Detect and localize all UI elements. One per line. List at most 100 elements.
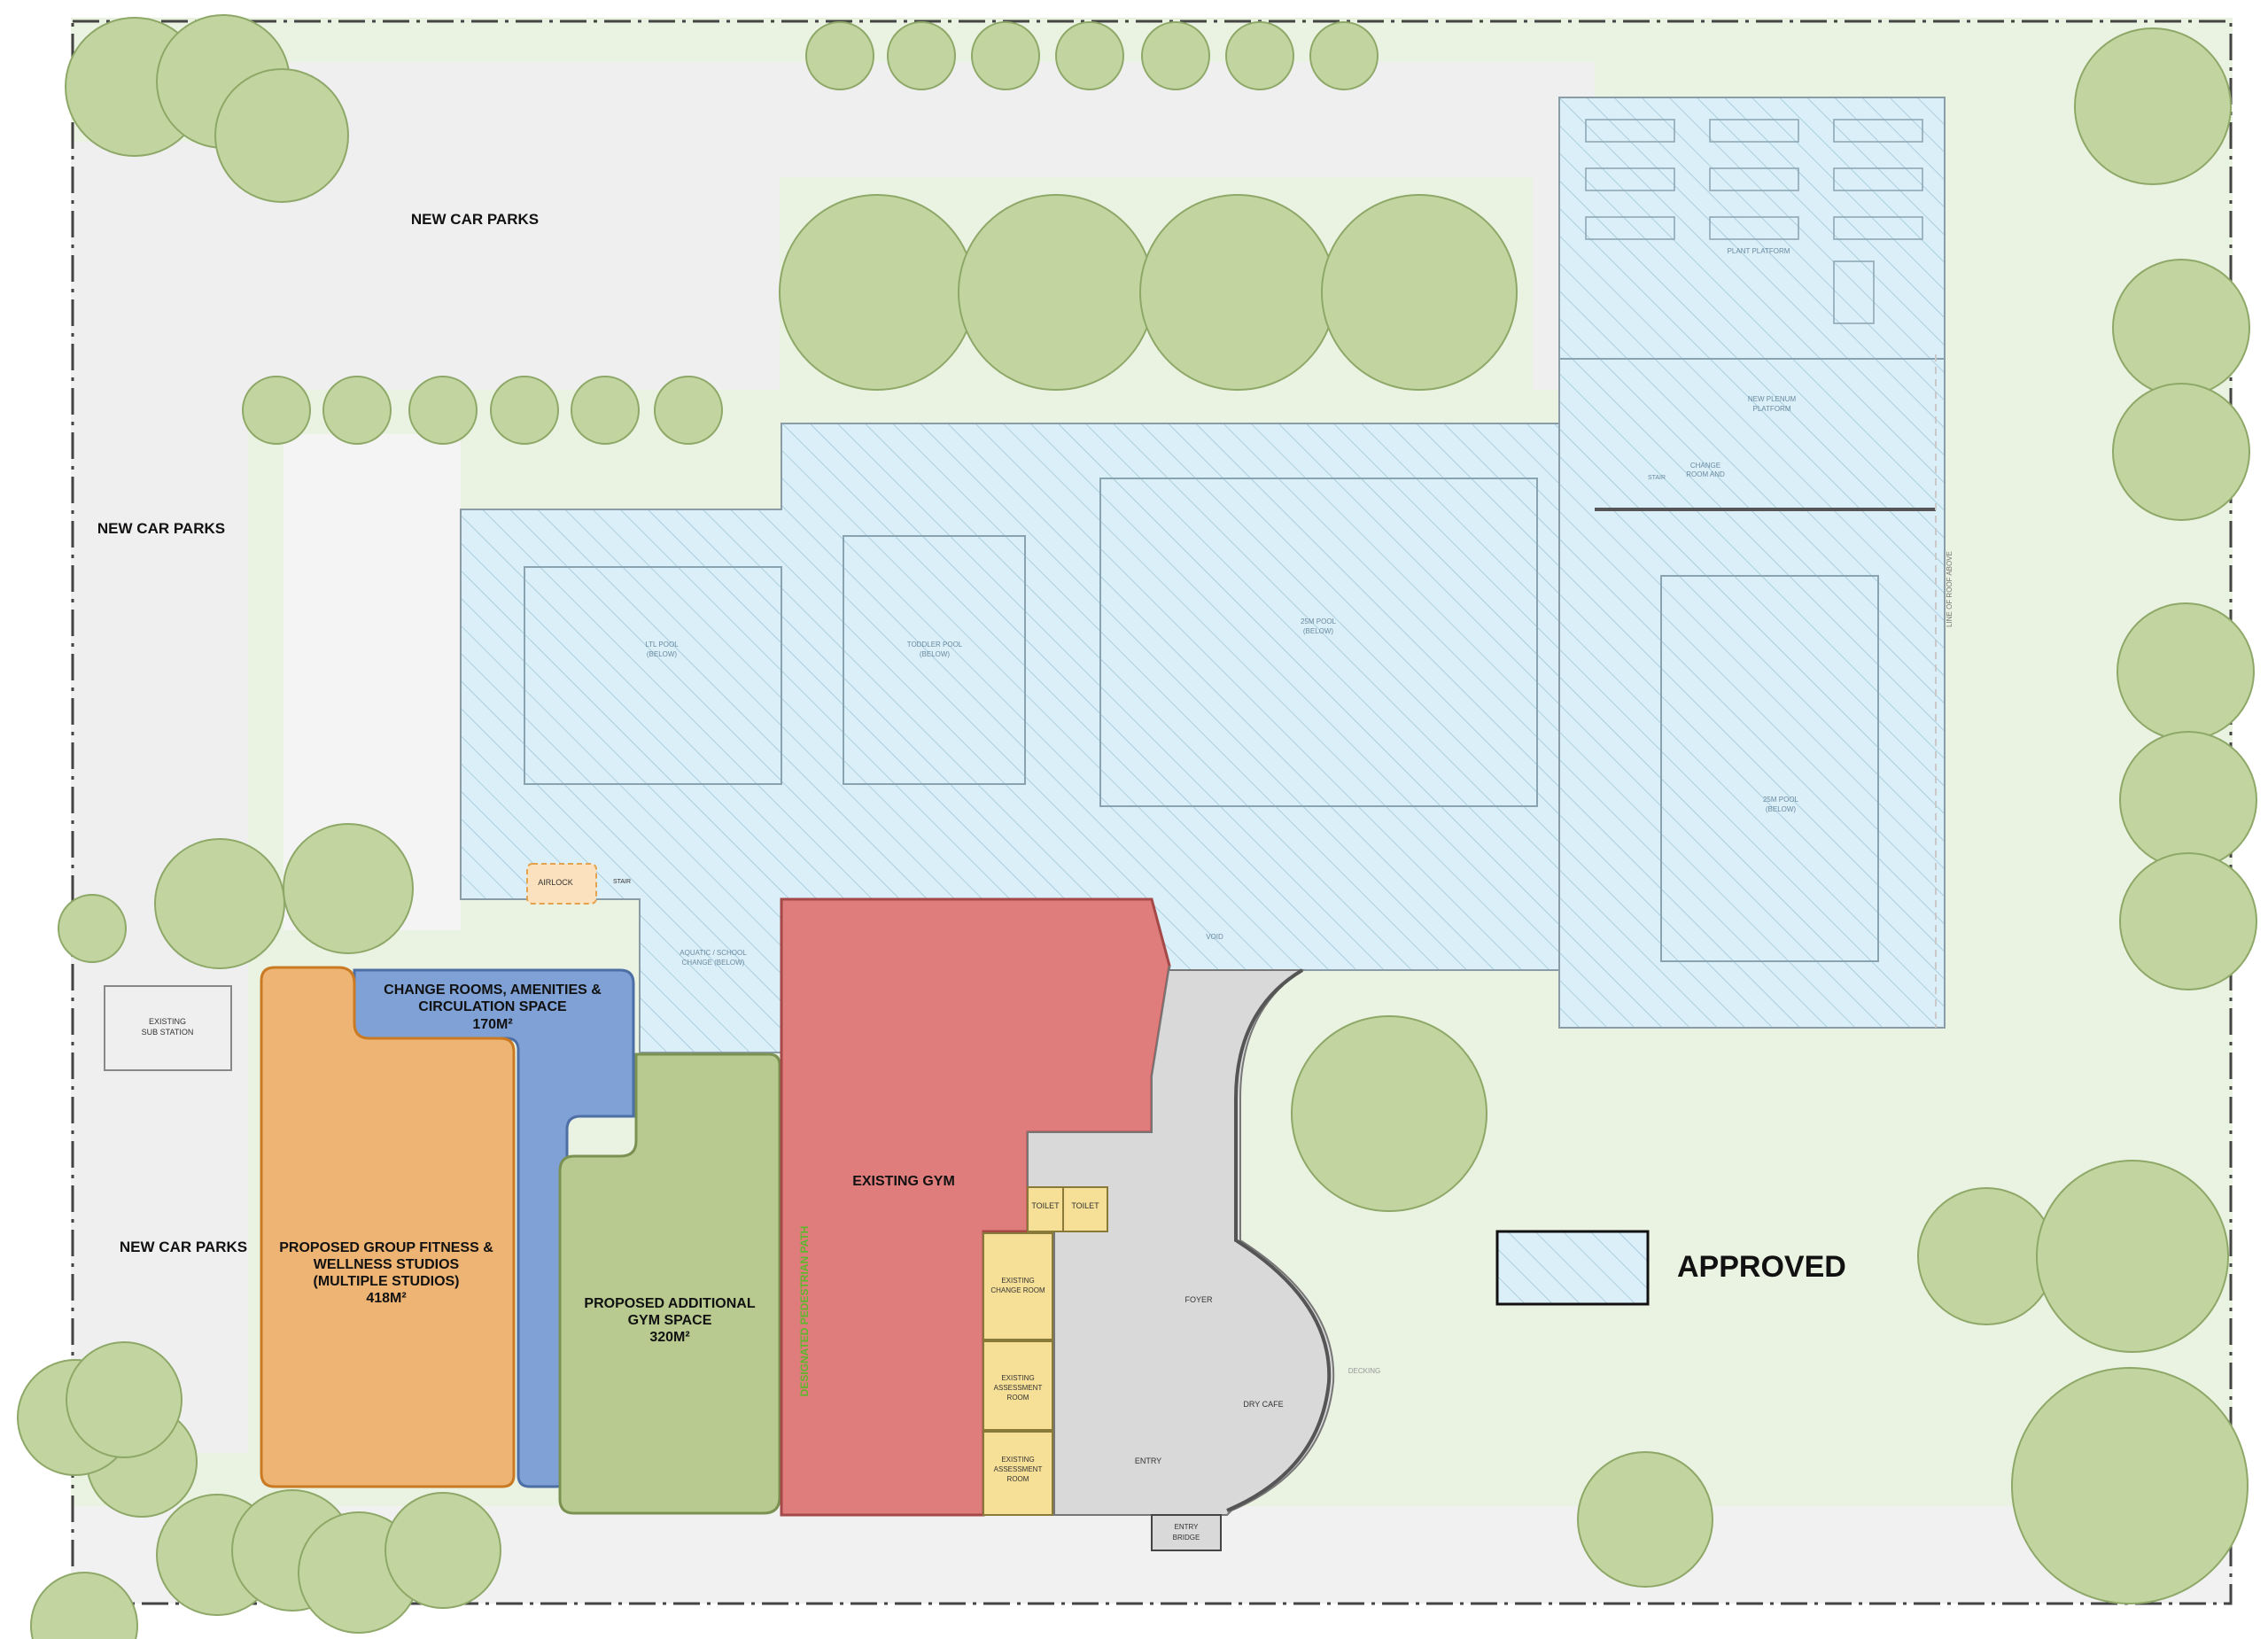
tree-icon [283, 823, 414, 954]
change-rooms-label-1: CHANGE ROOMS, AMENITIES & [384, 983, 602, 998]
plant-platform-label: PLANT PLATFORM [1728, 247, 1790, 255]
entry-label: ENTRY [1135, 1456, 1161, 1465]
void-label: VOID [1206, 933, 1223, 941]
assessment-b-label-2: ASSESSMENT [994, 1465, 1043, 1473]
tree-icon [66, 1341, 183, 1458]
tree-icon [654, 376, 723, 445]
tree-icon [2119, 731, 2257, 869]
tree-icon [779, 194, 975, 391]
group-fitness-label-3: (MULTIPLE STUDIOS) [313, 1274, 459, 1289]
tree-icon [30, 1572, 138, 1639]
tree-icon [408, 376, 478, 445]
tree-icon [1139, 194, 1336, 391]
tree-icon [1577, 1451, 1713, 1588]
assessment-b-label-3: ROOM [1007, 1475, 1029, 1483]
pool-25m-label-1: 25M POOL [1301, 618, 1337, 625]
tree-icon [2119, 852, 2257, 990]
car-parks-left-label: NEW CAR PARKS [97, 520, 225, 537]
tree-icon [2112, 259, 2250, 397]
tree-icon [2011, 1367, 2249, 1604]
group-fitness-area: 418M² [366, 1291, 406, 1306]
substation-label-2: SUB STATION [142, 1028, 194, 1037]
change-room-and-label-1: CHANGE [1690, 462, 1720, 470]
additional-gym-label-1: PROPOSED ADDITIONAL [584, 1296, 755, 1311]
assessment-a-label-1: EXISTING [1001, 1374, 1034, 1382]
group-fitness-zone [260, 966, 516, 1488]
pool-25m-b-label-1: 25M POOL [1763, 796, 1799, 804]
change-room-label-1: EXISTING [1001, 1277, 1034, 1285]
roof-line-label: LINE OF ROOF ABOVE [1946, 551, 1953, 627]
assessment-room-b [983, 1431, 1053, 1516]
tree-icon [1225, 21, 1294, 90]
tree-icon [58, 894, 127, 963]
aquatic-change-label-1: AQUATIC / SCHOOL [680, 949, 747, 957]
aquatic-change-label-2: CHANGE (BELOW) [682, 959, 745, 967]
toddler-pool [843, 535, 1026, 785]
tree-icon [384, 1492, 501, 1609]
airlock-label: AIRLOCK [538, 878, 573, 887]
substation [104, 985, 232, 1071]
ltl-pool [524, 566, 782, 785]
tree-icon [214, 68, 349, 203]
west-car-park-paving [71, 142, 248, 1453]
tree-icon [242, 376, 311, 445]
pool-25m-b [1660, 575, 1879, 962]
existing-gym-label: EXISTING GYM [852, 1174, 955, 1189]
pool-25m [1099, 478, 1538, 807]
toilet-1-label: TOILET [1031, 1201, 1060, 1210]
airlock [526, 863, 597, 905]
toilet-1-room [1027, 1186, 1064, 1232]
tree-icon [490, 376, 559, 445]
pedestrian-path-label: DESIGNATED PEDESTRIAN PATH [798, 1226, 811, 1397]
tree-icon [154, 838, 285, 969]
tree-icon [2117, 602, 2255, 741]
fire-stair-label: STAIR [1648, 475, 1666, 481]
change-room-and-label-2: ROOM AND [1686, 470, 1725, 478]
additional-gym-area: 320M² [649, 1330, 689, 1345]
toilet-2-label: TOILET [1071, 1201, 1099, 1210]
tree-icon [1141, 21, 1210, 90]
tree-icon [1309, 21, 1379, 90]
tree-icon [1055, 21, 1124, 90]
existing-rooms [983, 1186, 1108, 1516]
entry-bridge [1151, 1514, 1222, 1551]
plant-platform-fixtures [1585, 119, 1923, 324]
foyer-curved-wall [1226, 968, 1332, 1512]
entry-bridge-label-2: BRIDGE [1173, 1534, 1200, 1542]
tree-icon [1917, 1187, 2055, 1325]
new-plenum-label-1: NEW PLENUM [1748, 395, 1797, 403]
additional-gym-zone [558, 1053, 781, 1515]
tree-icon [322, 376, 392, 445]
decking-label: DECKING [1348, 1367, 1380, 1375]
tree-icon [1321, 194, 1518, 391]
east-wing [1558, 97, 1946, 1029]
tree-icon [805, 21, 874, 90]
legend-label: APPROVED [1677, 1250, 1846, 1284]
tree-icon [2074, 27, 2232, 185]
toddler-pool-label-1: TODDLER POOL [907, 641, 963, 649]
labels: NEW CAR PARKS NEW CAR PARKS NEW CAR PARK… [97, 211, 1953, 1542]
tree-icon [958, 194, 1154, 391]
pool-25m-label-2: (BELOW) [1303, 627, 1334, 635]
stair-label: STAIR [613, 879, 631, 885]
change-rooms-label-2: CIRCULATION SPACE [418, 999, 567, 1014]
substation-label-1: EXISTING [149, 1017, 186, 1026]
dry-cafe-label: DRY CAFE [1243, 1400, 1283, 1409]
new-plenum-label-2: PLATFORM [1753, 405, 1791, 413]
entry-bridge-label-1: ENTRY [1175, 1523, 1200, 1531]
tree-icon [1291, 1015, 1487, 1212]
trees [17, 14, 2257, 1639]
approved-building [460, 97, 1946, 1053]
car-parks-top-label: NEW CAR PARKS [411, 211, 539, 228]
pool-25m-b-label-2: (BELOW) [1766, 805, 1797, 813]
ltl-pool-label-1: LTL POOL [645, 641, 679, 649]
tree-icon [887, 21, 956, 90]
group-fitness-label-1: PROPOSED GROUP FITNESS & [279, 1240, 493, 1255]
car-parks-bottom-label: NEW CAR PARKS [120, 1239, 247, 1255]
assessment-b-label-1: EXISTING [1001, 1456, 1034, 1464]
assessment-a-label-2: ASSESSMENT [994, 1384, 1043, 1392]
assessment-room-a [983, 1340, 1053, 1431]
ltl-pool-label-2: (BELOW) [647, 650, 678, 658]
group-fitness-label-2: WELLNESS STUDIOS [314, 1257, 460, 1272]
change-room [983, 1232, 1053, 1340]
